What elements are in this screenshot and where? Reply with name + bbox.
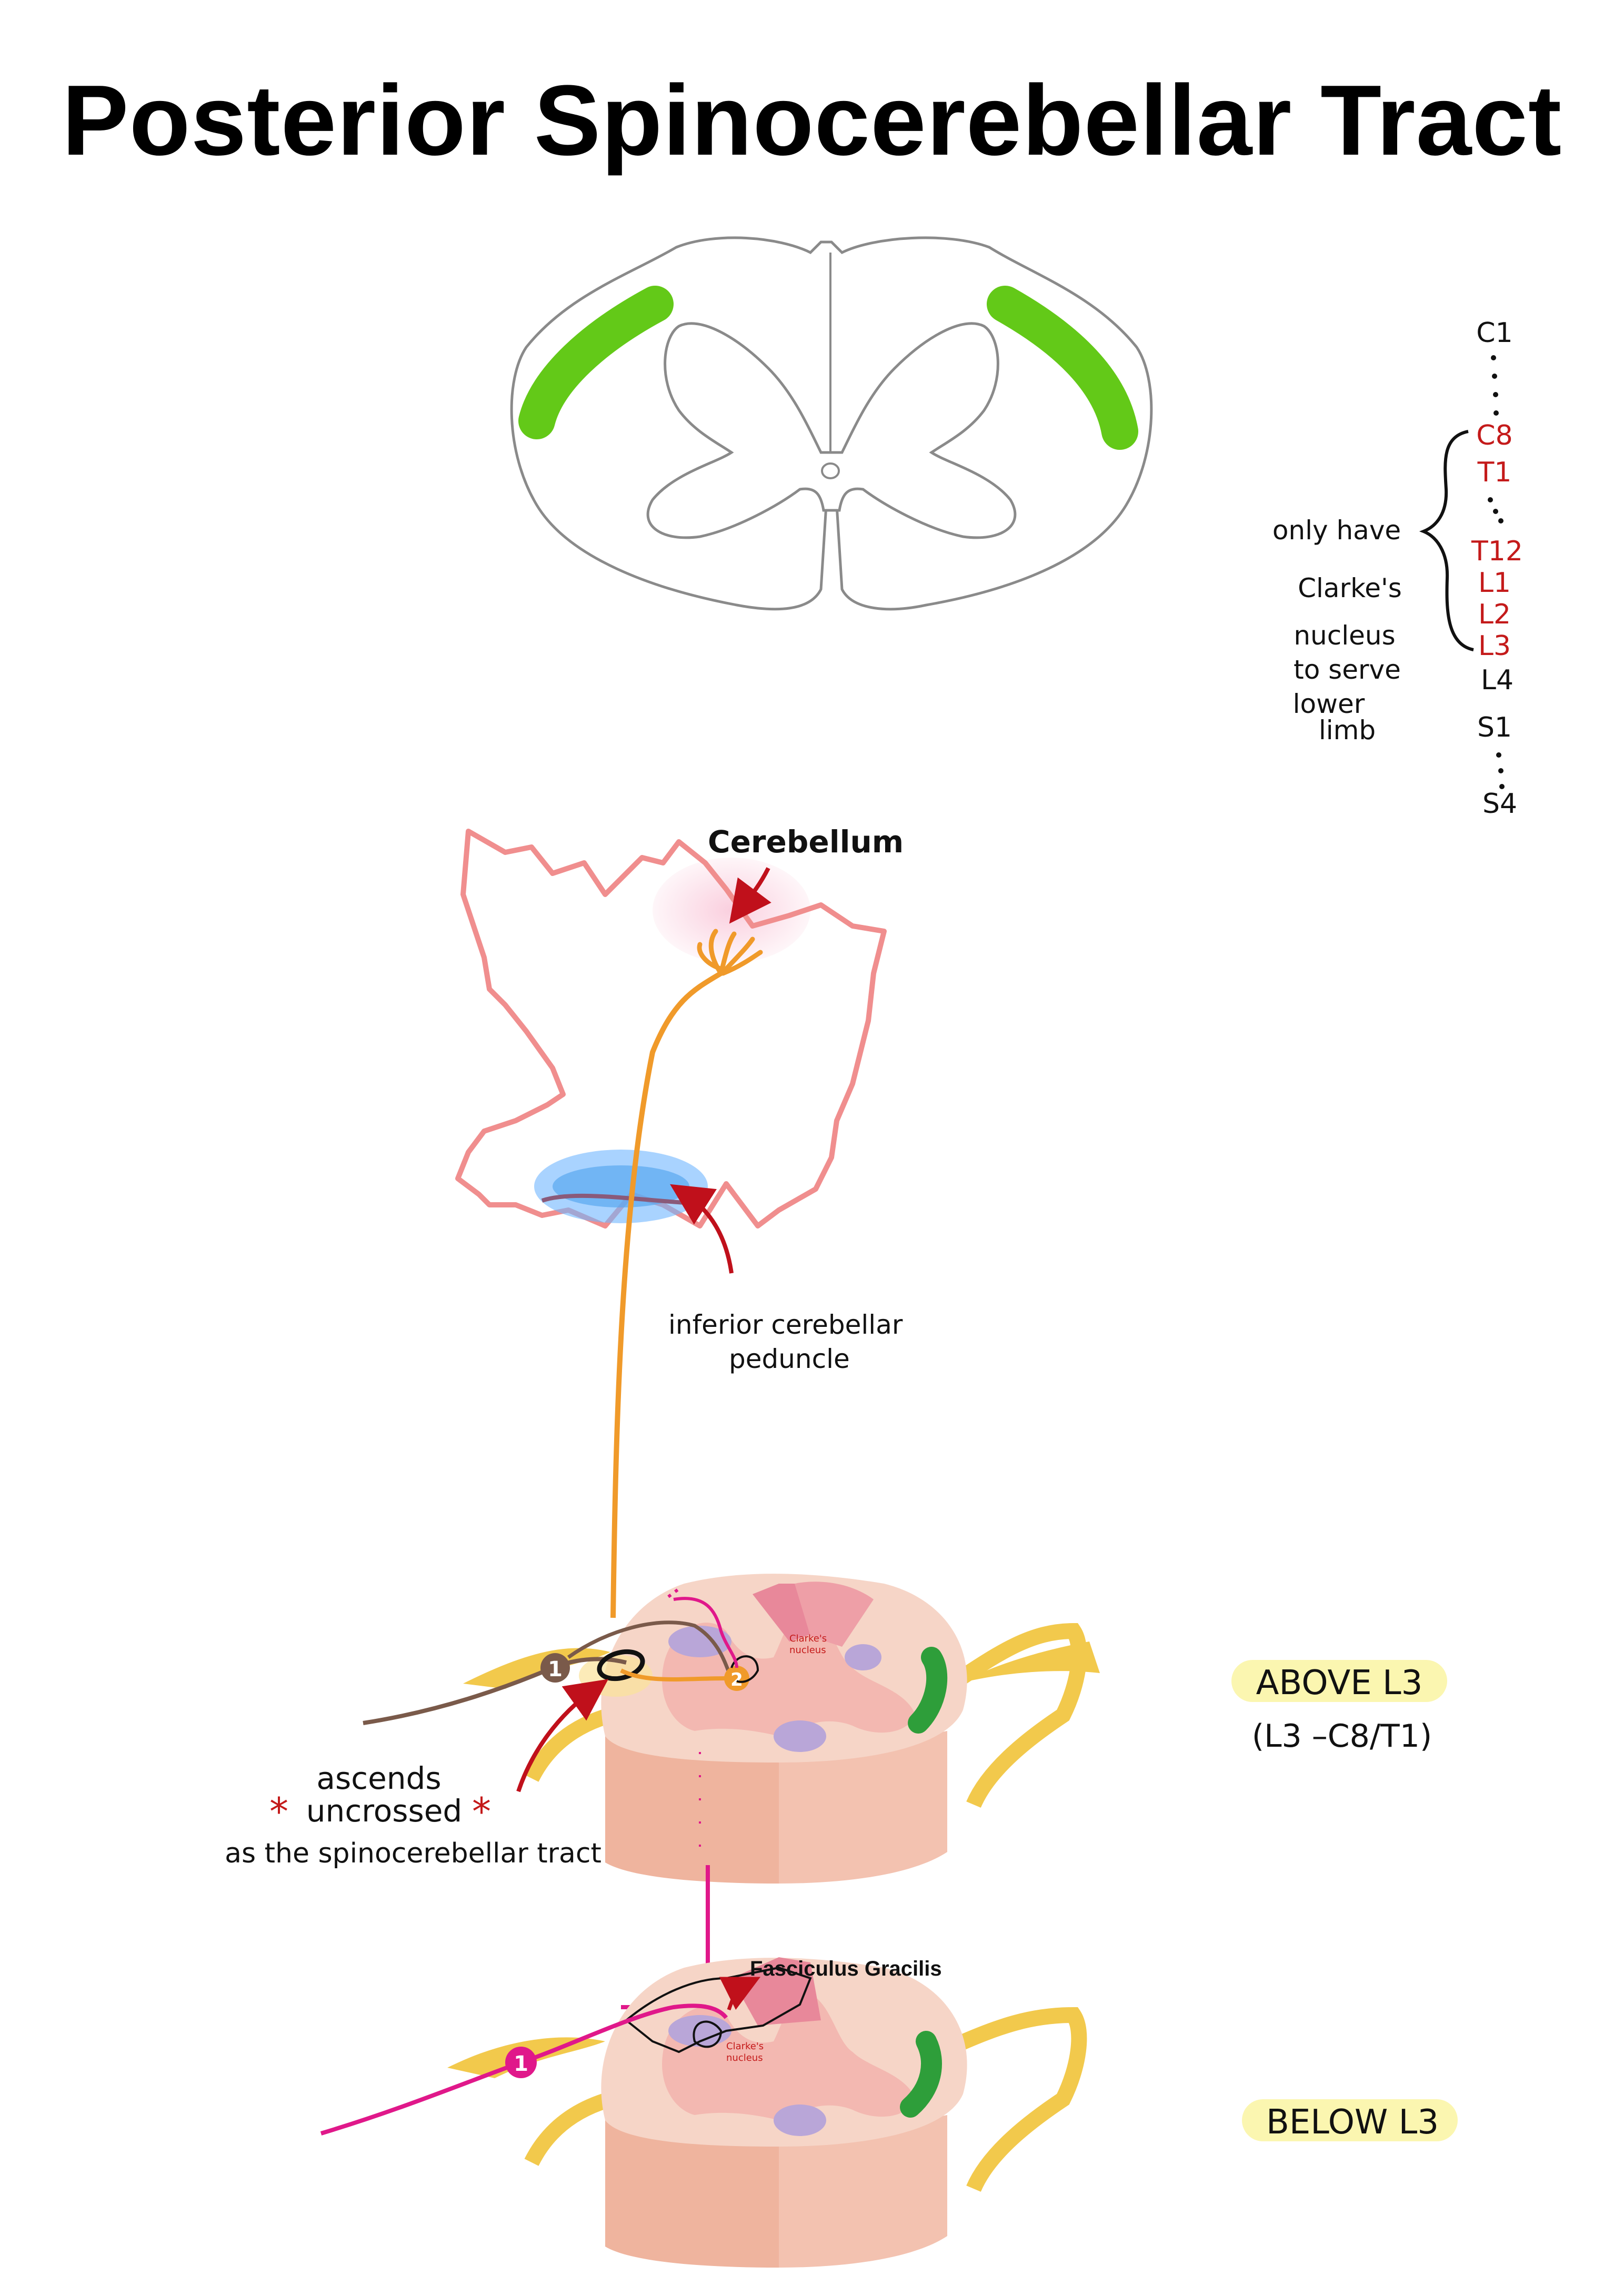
level-c1: C1 [1476, 317, 1512, 349]
purple-nucleus-2 [774, 1720, 826, 1752]
ascends-label-line-2: uncrossed [306, 1793, 462, 1829]
clarkes-small-label-above-1: Clarke's [789, 1633, 827, 1644]
level-c8: C8 [1476, 420, 1512, 451]
lower-spinal-nerve-left [532, 2099, 610, 2162]
spinal-cord-cross-section [512, 238, 1151, 609]
level-s4: S4 [1482, 788, 1517, 820]
neuron-1-label-below: 1 [514, 2052, 528, 2076]
spinal-nerve-left [532, 1715, 610, 1778]
purple-nucleus-3 [845, 1644, 881, 1670]
orange-ascending-fiber [613, 973, 721, 1618]
asterisk-left: * [269, 1789, 288, 1834]
clarke-note-line-6: limb [1319, 715, 1376, 746]
ascends-label-line-3: as the spinocerebellar tract [225, 1838, 602, 1869]
cord-segment-below-l3 [447, 1957, 1079, 2268]
neuron-2-label: 2 [730, 1669, 743, 1690]
central-canal [822, 464, 839, 478]
level-l1: L1 [1478, 567, 1511, 599]
cerebellum-highlight [653, 858, 810, 963]
clarke-note: only have Clarke's nucleus to serve lowe… [1272, 515, 1402, 746]
asterisk-right: * [472, 1789, 491, 1834]
level-l4: L4 [1481, 664, 1513, 696]
lower-nerve-right [953, 2015, 1079, 2189]
level-l3: L3 [1478, 630, 1511, 662]
lower-purple-nucleus-2 [774, 2104, 826, 2136]
above-l3-range: (L3 –C8/T1) [1252, 1718, 1432, 1755]
neuron-1-label-above: 1 [548, 1657, 563, 1681]
above-l3-label: ABOVE L3 [1256, 1664, 1423, 1703]
level-t1: T1 [1477, 457, 1512, 488]
level-t12: T12 [1471, 536, 1523, 567]
below-l3-label: BELOW L3 [1266, 2103, 1439, 2142]
cerebellum-label: Cerebellum [708, 824, 904, 860]
peduncle-label-line-2: peduncle [729, 1344, 850, 1374]
ascends-label-line-1: ascends [316, 1760, 441, 1796]
clarkes-small-label-below-2: nucleus [726, 2052, 763, 2063]
curly-brace [1423, 431, 1473, 650]
cord-segment-above-l3 [463, 1574, 1100, 1884]
clarke-note-line-2: Clarke's [1298, 573, 1402, 603]
fasciculus-label: Fasciculus Gracilis [750, 1957, 942, 1980]
peduncle-label-line-1: inferior cerebellar [668, 1310, 903, 1340]
clarke-note-line-1: only have [1272, 515, 1401, 546]
clarke-note-line-4: to serve [1294, 654, 1401, 685]
clarkes-small-label-above-2: nucleus [789, 1645, 826, 1656]
clarke-note-line-3: nucleus [1294, 620, 1395, 651]
level-s1: S1 [1477, 712, 1512, 743]
clarkes-small-label-below-1: Clarke's [726, 2041, 764, 2052]
brainstem-outline [458, 831, 884, 1226]
level-l2: L2 [1478, 599, 1511, 630]
